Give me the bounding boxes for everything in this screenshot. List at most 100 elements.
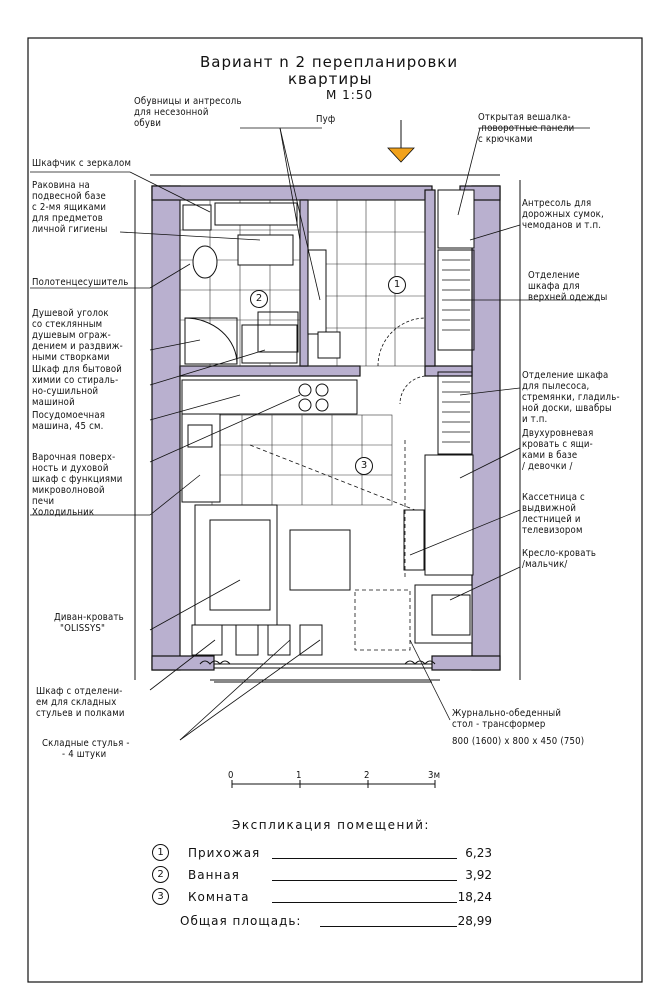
explication-name: Комната bbox=[188, 890, 250, 904]
label-line: но-сушильной bbox=[32, 386, 99, 397]
title-line2: квартиры bbox=[288, 70, 373, 88]
label-line: /мальчик/ bbox=[522, 559, 568, 570]
explication-value: 18,24 bbox=[457, 890, 492, 904]
label-line: Варочная поверх- bbox=[32, 452, 116, 463]
entry-marker bbox=[387, 147, 415, 163]
label-line: для несезонной bbox=[134, 107, 209, 118]
explication-row: 3 Комната 18,24 bbox=[152, 888, 492, 908]
label-line: для пылесоса, bbox=[522, 381, 590, 392]
label-line: Шкаф для бытовой bbox=[32, 364, 123, 375]
label-line: кровать с ящи- bbox=[522, 439, 593, 450]
label-chairs: Складные стулья - - 4 штуки bbox=[42, 738, 130, 760]
label-towel: Полотенцесушитель bbox=[32, 277, 129, 288]
explication-num: 3 bbox=[152, 888, 169, 905]
label-line: верхней одежды bbox=[528, 292, 608, 303]
explication-leader bbox=[320, 926, 457, 927]
label-line: машина, 45 см. bbox=[32, 421, 104, 432]
scale-bar bbox=[231, 780, 436, 788]
label-line: подвесной базе bbox=[32, 191, 106, 202]
label-hob: Варочная поверх- ность и духовой шкаф с … bbox=[32, 452, 122, 507]
explication-row: 1 Прихожая 6,23 bbox=[152, 844, 492, 864]
label-line: лестницей и bbox=[522, 514, 581, 525]
label-sofa: Диван-кровать "OLISSYS" bbox=[54, 612, 124, 634]
label-line: Журнально-обеденный bbox=[452, 708, 562, 719]
explication-leader bbox=[272, 880, 457, 881]
label-line: шкаф с функциями bbox=[32, 474, 123, 485]
label-line: Складные стулья - bbox=[42, 738, 130, 749]
scale-tick-3: 3м bbox=[428, 770, 441, 781]
label-line: Раковина на bbox=[32, 180, 90, 191]
explication-leader bbox=[272, 902, 457, 903]
label-line: шкафа для bbox=[528, 281, 580, 292]
label-line: стол - трансформер bbox=[452, 719, 546, 730]
label-line: со стеклянным bbox=[32, 319, 103, 330]
label-line: дением и раздвиж- bbox=[32, 341, 123, 352]
label-line: / девочки / bbox=[522, 461, 573, 472]
label-sink: Раковина на подвесной базе с 2-мя ящикам… bbox=[32, 180, 108, 235]
explication-total: Общая площадь: 28,99 bbox=[180, 914, 492, 932]
label-line: чемоданов и т.п. bbox=[522, 220, 602, 231]
label-chem: Шкаф для бытовой химии со стираль- но-су… bbox=[32, 364, 122, 408]
label-shower: Душевой уголок со стеклянным душевым огр… bbox=[32, 308, 123, 363]
title-line1: Вариант n 2 перепланировки bbox=[200, 53, 459, 71]
scale-tick-2: 2 bbox=[364, 770, 370, 781]
label-line: Посудомоечная bbox=[32, 410, 106, 421]
label-line: дорожных сумок, bbox=[522, 209, 604, 220]
explication-value: 3,92 bbox=[465, 868, 492, 882]
label-line: личной гигиены bbox=[32, 224, 108, 235]
label-line: стремянки, гладиль- bbox=[522, 392, 620, 403]
label-line: Антресоль для bbox=[522, 198, 592, 209]
label-table: Журнально-обеденный стол - трансформер 8… bbox=[452, 708, 584, 747]
label-hanger: Открытая вешалка- -поворотные панели с к… bbox=[478, 112, 574, 145]
leader-lines bbox=[30, 127, 600, 741]
label-line: Душевой уголок bbox=[32, 308, 109, 319]
label-line: Открытая вешалка- bbox=[478, 112, 571, 123]
label-line: -поворотные панели bbox=[478, 123, 575, 134]
label-line: Диван-кровать bbox=[54, 612, 124, 623]
title-scale: М 1:50 bbox=[326, 88, 374, 102]
label-line: обуви bbox=[134, 118, 162, 129]
label-line: Отделение шкафа bbox=[522, 370, 609, 381]
label-line: телевизором bbox=[522, 525, 583, 536]
room-number-1: 1 bbox=[388, 276, 406, 294]
label-line: машиной bbox=[32, 397, 75, 408]
explication-name: Прихожая bbox=[188, 846, 261, 860]
explication-num: 1 bbox=[152, 844, 169, 861]
label-line: для предметов bbox=[32, 213, 103, 224]
label-line: "OLISSYS" bbox=[60, 623, 106, 634]
scale-tick-0: 0 bbox=[228, 770, 234, 781]
label-fridge: Холодильник bbox=[32, 507, 95, 518]
explication-leader bbox=[272, 858, 457, 859]
label-outerwear: Отделение шкафа для верхней одежды bbox=[528, 270, 607, 303]
label-line: ем для складных bbox=[36, 697, 117, 708]
label-line: Шкаф с отделени- bbox=[36, 686, 123, 697]
label-line: Двухуровневая bbox=[522, 428, 594, 439]
label-line: с 2-мя ящиками bbox=[32, 202, 107, 213]
label-line: с крючками bbox=[478, 134, 533, 145]
label-antresol: Антресоль для дорожных сумок, чемоданов … bbox=[522, 198, 604, 231]
explication-num: 2 bbox=[152, 866, 169, 883]
label-line: ной доски, швабры bbox=[522, 403, 613, 414]
label-vacuum: Отделение шкафа для пылесоса, стремянки,… bbox=[522, 370, 620, 425]
label-line: стульев и полками bbox=[36, 708, 125, 719]
label-line: ность и духовой bbox=[32, 463, 109, 474]
label-line: Отделение bbox=[528, 270, 580, 281]
label-line: ными створками bbox=[32, 352, 110, 363]
walls bbox=[151, 185, 501, 671]
explication-total-value: 28,99 bbox=[457, 914, 492, 928]
label-bunk: Двухуровневая кровать с ящи- ками в базе… bbox=[522, 428, 593, 472]
label-puf: Пуф bbox=[316, 114, 336, 125]
label-armchair: Кресло-кровать /мальчик/ bbox=[522, 548, 596, 570]
explication-name: Ванная bbox=[188, 868, 240, 882]
label-wardrobe: Шкаф с отделени- ем для складных стульев… bbox=[36, 686, 125, 719]
label-line: Обувницы и антресоль bbox=[134, 96, 242, 107]
explication-row: 2 Ванная 3,92 bbox=[152, 866, 492, 886]
label-line: душевым ограж- bbox=[32, 330, 111, 341]
label-line: Кассетница с bbox=[522, 492, 585, 503]
label-mirror: Шкафчик с зеркалом bbox=[32, 158, 132, 169]
label-line: и т.п. bbox=[522, 414, 548, 425]
room-number-3: 3 bbox=[355, 457, 373, 475]
label-dishwasher: Посудомоечная машина, 45 см. bbox=[32, 410, 105, 432]
